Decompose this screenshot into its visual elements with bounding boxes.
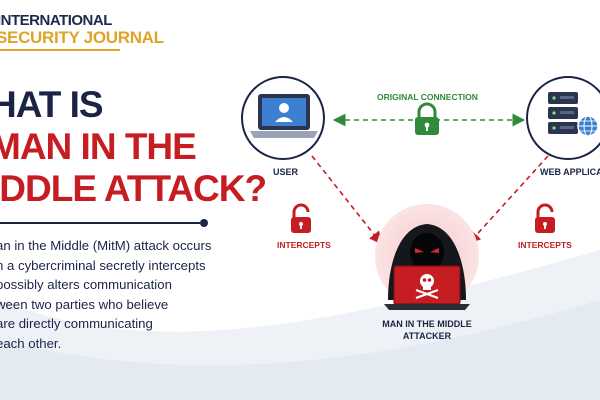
- title-divider-dot: [200, 219, 208, 227]
- user-label: USER: [273, 167, 299, 177]
- description-line: are directly communicating: [0, 316, 153, 332]
- original-connection-label: ORIGINAL CONNECTION: [377, 92, 478, 102]
- title-line-2: MAN IN THE: [0, 126, 197, 167]
- brand-line-2: SECURITY JOURNAL: [0, 28, 164, 47]
- attacker-label-line-1: MAN IN THE MIDDLE: [382, 319, 472, 329]
- title-divider: [0, 222, 200, 224]
- skull-icon: [415, 274, 439, 300]
- intercept-path-right: [467, 155, 549, 245]
- description-line: an in the Middle (MitM) attack occurs: [0, 238, 212, 253]
- description-line: possibly alters communication: [0, 277, 172, 293]
- brand-underline: [0, 49, 120, 51]
- title-line-1: HAT IS: [0, 84, 104, 125]
- brand-line-1: INTERNATIONAL: [0, 12, 112, 29]
- description-text: an in the Middle (MitM) attack occurs n …: [0, 236, 212, 354]
- laptop-icon: [250, 94, 318, 138]
- attacker-label-line-2: ATTACKER: [402, 331, 452, 341]
- open-lock-icon-right: [535, 203, 555, 233]
- description-line: each other.: [0, 335, 62, 351]
- intercepts-label-left: INTERCEPTS: [277, 240, 331, 250]
- intercept-path-left: [311, 155, 382, 245]
- description-line: ween two parties who believe: [0, 296, 169, 312]
- secure-lock-icon: [415, 102, 439, 135]
- web-application-label: WEB APPLICAT: [540, 167, 600, 177]
- globe-icon: [577, 115, 599, 137]
- open-lock-icon-left: [291, 203, 311, 233]
- description-line: n a cybercriminal secretly intercepts: [0, 257, 206, 273]
- intercepts-label-right: INTERCEPTS: [518, 240, 572, 250]
- server-icon: [548, 92, 578, 134]
